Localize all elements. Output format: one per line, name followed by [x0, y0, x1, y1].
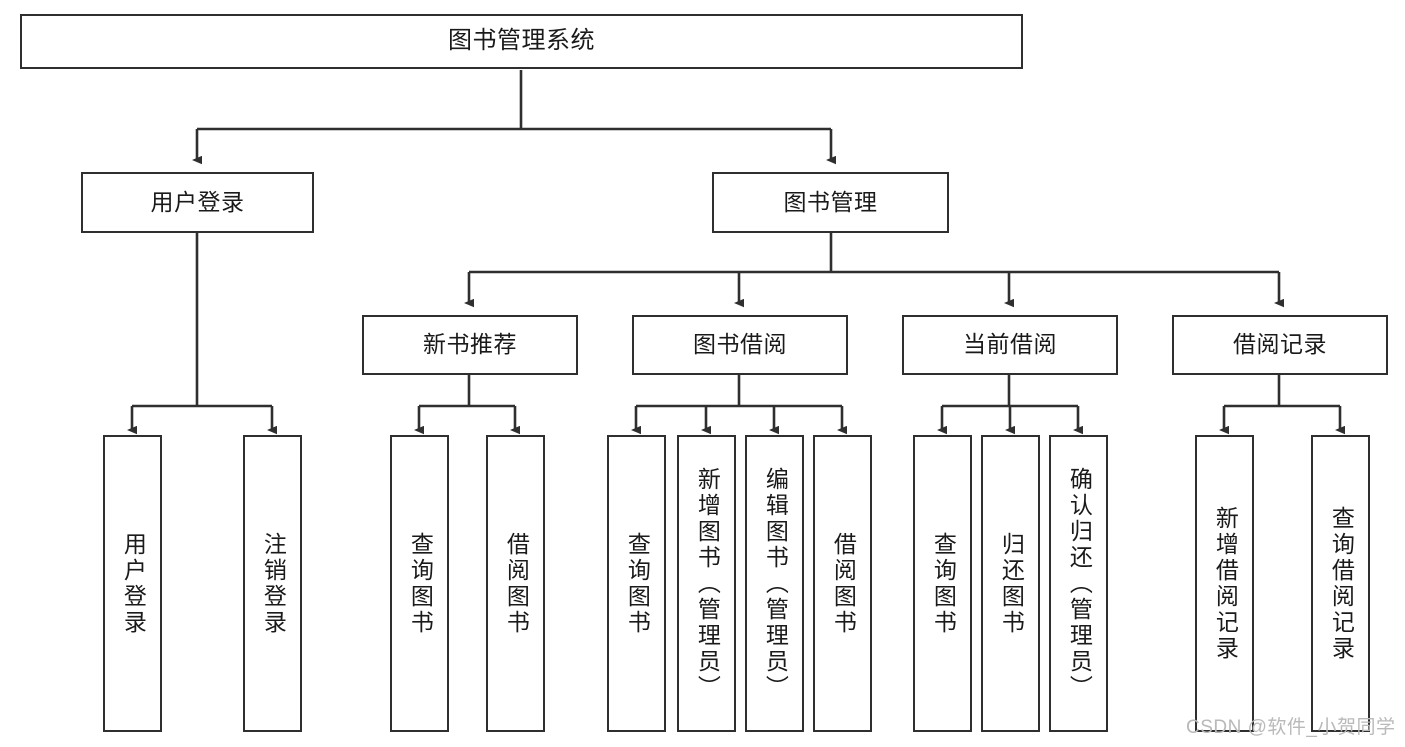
- leaf-current-borrow-confirm-return[interactable]: 确认归还（管理员）: [1049, 435, 1108, 732]
- node-book-management[interactable]: 图书管理: [712, 172, 949, 233]
- node-label: 当前借阅: [963, 331, 1057, 358]
- node-label: 图书借阅: [693, 331, 787, 358]
- node-label: 新增借阅记录: [1212, 505, 1239, 662]
- node-label: 查询图书: [407, 531, 434, 636]
- leaf-book-borrow-add[interactable]: 新增图书（管理员）: [677, 435, 736, 732]
- leaf-book-borrow-query[interactable]: 查询图书: [607, 435, 666, 732]
- node-label: 注销登录: [260, 531, 287, 636]
- node-label: 编辑图书（管理员）: [762, 466, 789, 701]
- node-label: 查询图书: [624, 531, 651, 636]
- node-label: 借阅记录: [1233, 331, 1327, 358]
- node-label: 新增图书（管理员）: [694, 466, 721, 701]
- node-label: 用户登录: [120, 531, 147, 636]
- node-label: 归还图书: [998, 531, 1025, 636]
- node-current-borrow[interactable]: 当前借阅: [902, 315, 1118, 375]
- node-label: 借阅图书: [830, 531, 857, 636]
- node-label: 用户登录: [150, 188, 245, 215]
- node-book-borrow[interactable]: 图书借阅: [632, 315, 848, 375]
- leaf-new-book-query[interactable]: 查询图书: [390, 435, 449, 732]
- node-label: 确认归还（管理员）: [1066, 466, 1093, 701]
- leaf-current-borrow-query[interactable]: 查询图书: [913, 435, 972, 732]
- leaf-borrow-record-query[interactable]: 查询借阅记录: [1311, 435, 1370, 732]
- node-label: 图书管理系统: [448, 27, 595, 55]
- leaf-new-book-borrow[interactable]: 借阅图书: [486, 435, 545, 732]
- leaf-user-login-signin[interactable]: 用户登录: [103, 435, 162, 732]
- node-root-system[interactable]: 图书管理系统: [20, 14, 1023, 69]
- node-user-login[interactable]: 用户登录: [81, 172, 314, 233]
- node-label: 新书推荐: [423, 331, 517, 358]
- node-new-book-recommend[interactable]: 新书推荐: [362, 315, 578, 375]
- leaf-borrow-record-add[interactable]: 新增借阅记录: [1195, 435, 1254, 732]
- node-label: 借阅图书: [503, 531, 530, 636]
- leaf-book-borrow-lend[interactable]: 借阅图书: [813, 435, 872, 732]
- node-label: 查询图书: [930, 531, 957, 636]
- node-label: 图书管理: [783, 188, 878, 215]
- leaf-user-login-signout[interactable]: 注销登录: [243, 435, 302, 732]
- node-borrow-record[interactable]: 借阅记录: [1172, 315, 1388, 375]
- leaf-book-borrow-edit[interactable]: 编辑图书（管理员）: [745, 435, 804, 732]
- node-label: 查询借阅记录: [1328, 505, 1355, 662]
- watermark: CSDN @软件_小贺同学: [1186, 717, 1396, 738]
- leaf-current-borrow-return[interactable]: 归还图书: [981, 435, 1040, 732]
